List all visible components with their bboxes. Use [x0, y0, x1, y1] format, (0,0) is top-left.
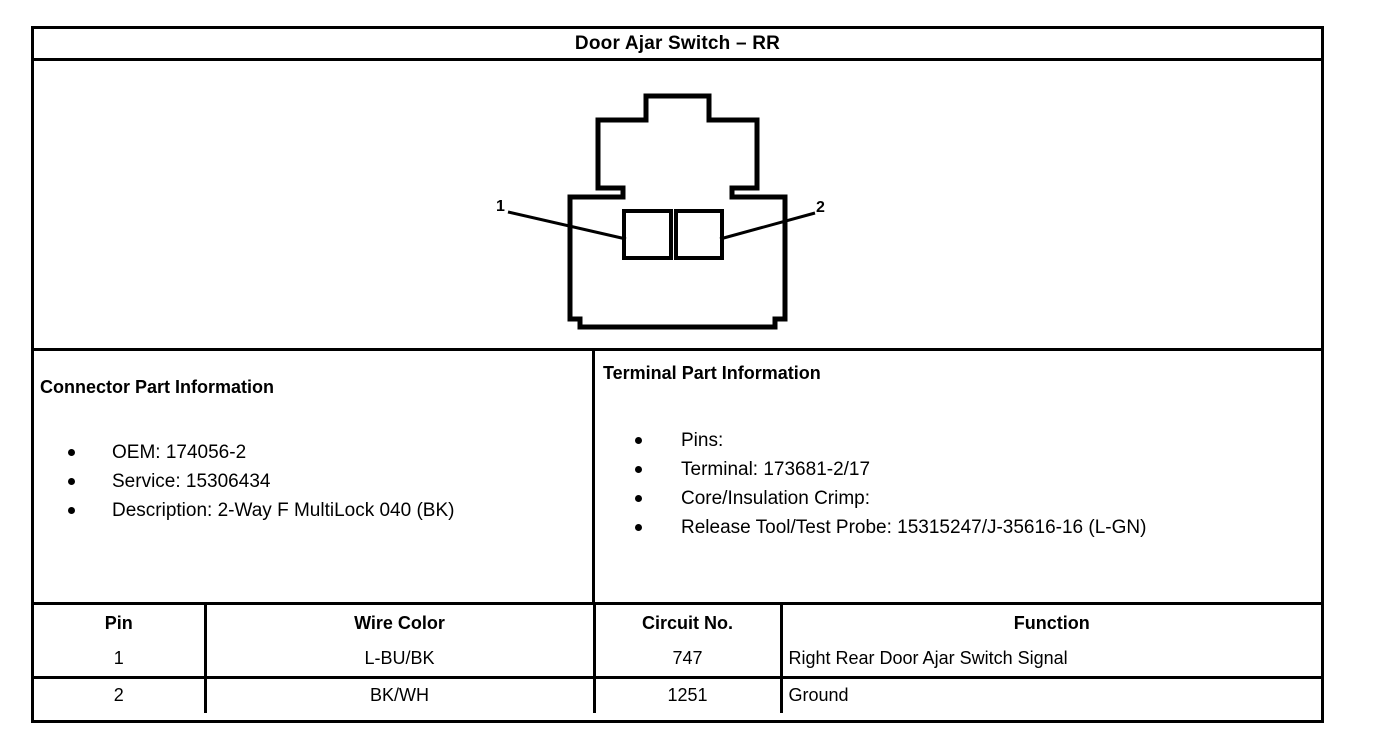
cell-circuit-no: 1251	[594, 677, 783, 713]
bullet-icon	[68, 449, 75, 456]
cell-circuit-no: 747	[594, 641, 783, 679]
connector-outline-path	[567, 93, 788, 330]
cell-pin: 1	[34, 641, 207, 679]
pin-table-wrap: Pin Wire Color Circuit No. Function 1 L-…	[34, 605, 1321, 723]
pin-cavity-1	[622, 209, 673, 260]
connector-drawing-area: 1 2	[34, 61, 1321, 351]
connector-part-list: OEM: 174056-2 Service: 15306434 Descript…	[40, 438, 588, 525]
terminal-item-pins: Pins:	[681, 430, 724, 451]
column-header-function: Function	[1013, 612, 1090, 633]
page-title: Door Ajar Switch – RR	[574, 32, 781, 54]
connector-diagram-svg	[507, 93, 816, 330]
pin-callout-1: 1	[496, 198, 505, 215]
list-item: Description: 2-Way F MultiLock 040 (BK)	[40, 496, 588, 525]
pin-table: Pin Wire Color Circuit No. Function 1 L-…	[34, 605, 1321, 713]
table-header-row: Pin Wire Color Circuit No. Function	[34, 605, 1321, 641]
cell-function: Ground	[788, 685, 849, 706]
column-header-wire-color: Wire Color	[205, 605, 596, 641]
connector-part-information-panel: Connector Part Information OEM: 174056-2…	[34, 351, 595, 602]
table-row: 1 L-BU/BK 747 Right Rear Door Ajar Switc…	[34, 641, 1321, 679]
connector-item-oem: OEM: 174056-2	[112, 442, 247, 463]
connector-info-sheet: Door Ajar Switch – RR 1 2 Connector Part…	[31, 26, 1324, 723]
pin-callout-2: 2	[816, 199, 825, 216]
bullet-icon	[68, 507, 75, 514]
terminal-panel-title: Terminal Part Information	[603, 363, 821, 383]
column-header-circuit-no: Circuit No.	[594, 605, 783, 641]
terminal-item-crimp: Core/Insulation Crimp:	[681, 488, 871, 509]
bullet-icon	[635, 495, 642, 502]
terminal-item-terminal: Terminal: 173681-2/17	[681, 459, 871, 480]
connector-item-service: Service: 15306434	[112, 471, 271, 492]
terminal-part-list: Pins: Terminal: 173681-2/17 Core/Insulat…	[603, 426, 1317, 542]
bullet-icon	[635, 437, 642, 444]
cell-function: Right Rear Door Ajar Switch Signal	[781, 641, 1321, 679]
cell-pin: 2	[34, 677, 207, 713]
terminal-part-information-panel: Terminal Part Information Pins: Terminal…	[595, 351, 1321, 602]
leader-line-pin-1	[507, 210, 627, 241]
table-row: 2 BK/WH 1251 Ground	[34, 677, 1321, 713]
list-item: Core/Insulation Crimp:	[603, 484, 1317, 513]
list-item: Service: 15306434	[40, 467, 588, 496]
bullet-icon	[635, 524, 642, 531]
terminal-item-release-tool: Release Tool/Test Probe: 15315247/J-3561…	[681, 517, 1147, 538]
part-information-row: Connector Part Information OEM: 174056-2…	[34, 351, 1321, 605]
cell-wire-color: BK/WH	[205, 677, 596, 713]
column-header-pin: Pin	[34, 605, 207, 641]
connector-item-description: Description: 2-Way F MultiLock 040 (BK)	[112, 500, 455, 521]
pin-cavity-2	[674, 209, 724, 260]
bullet-icon	[635, 466, 642, 473]
list-item: Release Tool/Test Probe: 15315247/J-3561…	[603, 513, 1317, 542]
leader-line-pin-2	[719, 211, 816, 241]
bullet-icon	[68, 478, 75, 485]
connector-panel-title: Connector Part Information	[40, 377, 275, 397]
list-item: Pins:	[603, 426, 1317, 455]
sheet-title-bar: Door Ajar Switch – RR	[34, 29, 1321, 61]
list-item: Terminal: 173681-2/17	[603, 455, 1317, 484]
cell-wire-color: L-BU/BK	[205, 641, 596, 679]
list-item: OEM: 174056-2	[40, 438, 588, 467]
